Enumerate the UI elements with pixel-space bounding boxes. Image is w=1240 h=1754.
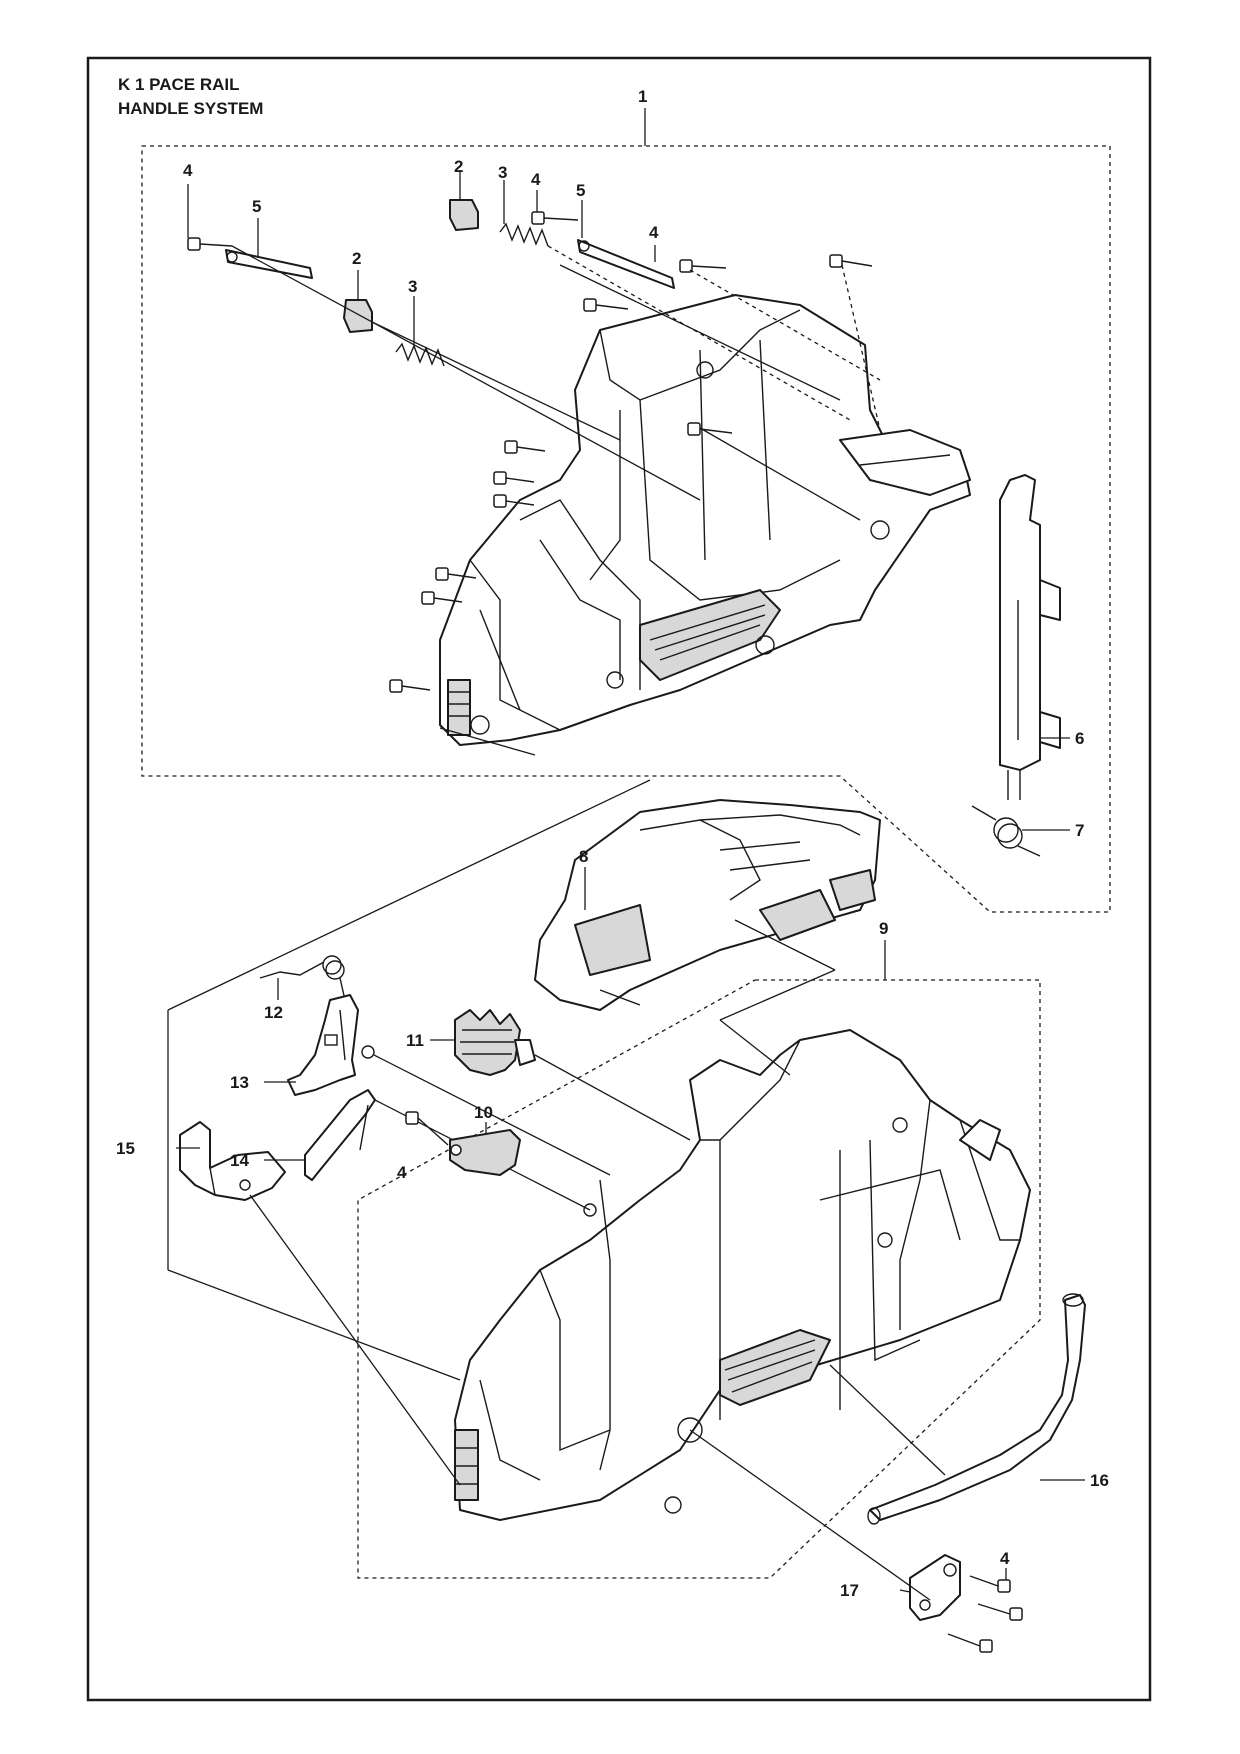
screw-upper-left [187,237,233,251]
callout-4: 4 [649,223,659,242]
callout-11: 11 [406,1031,424,1050]
callout-6: 6 [1075,729,1084,748]
callout-12: 12 [264,1003,283,1022]
callout-4: 4 [397,1163,407,1182]
throttle-trigger [287,994,611,1176]
callout-2: 2 [454,157,463,176]
main-handle-housing [454,1029,1031,1521]
callout-4: 4 [183,161,193,180]
page-frame [86,56,1152,1702]
callout-8: 8 [579,847,588,866]
trigger-spring [259,955,346,1001]
title-line-1: K 1 PACE RAIL [118,75,240,94]
throttle-lock [405,1111,521,1176]
callout-15: 15 [116,1139,135,1158]
screw-upper-top-right [679,259,727,273]
callout-3: 3 [498,163,507,182]
callout-7: 7 [1075,821,1084,840]
handle-housing-assembly [439,294,971,746]
callout-3: 3 [408,277,417,296]
handle-cover [534,799,881,1011]
callout-16: 16 [1090,1471,1109,1490]
bumper-bar [867,1293,1086,1525]
callout-13: 13 [230,1073,249,1092]
callout-17: 17 [840,1581,859,1600]
title-line-2: HANDLE SYSTEM [118,99,263,118]
alignment-lines [167,727,946,1601]
callout-9: 9 [879,919,888,938]
side-cover [179,1121,286,1201]
callout-5: 5 [252,197,261,216]
upper-small-parts [187,199,881,693]
torsion-spring [971,805,1041,857]
callout-10: 10 [474,1103,493,1122]
callout-14: 14 [230,1151,249,1170]
callout-leaders [176,172,1085,1593]
anti-vibration-spring [454,1009,691,1141]
bumper-bracket [909,1554,1023,1653]
screw-upper-top [531,211,579,225]
assembly-1-boundary [141,145,1111,913]
callout-4: 4 [531,170,541,189]
callout-1: 1 [638,87,647,106]
trigger-rod [999,474,1061,800]
callout-5: 5 [576,181,585,200]
callout-2: 2 [352,249,361,268]
callout-4: 4 [1000,1549,1010,1568]
